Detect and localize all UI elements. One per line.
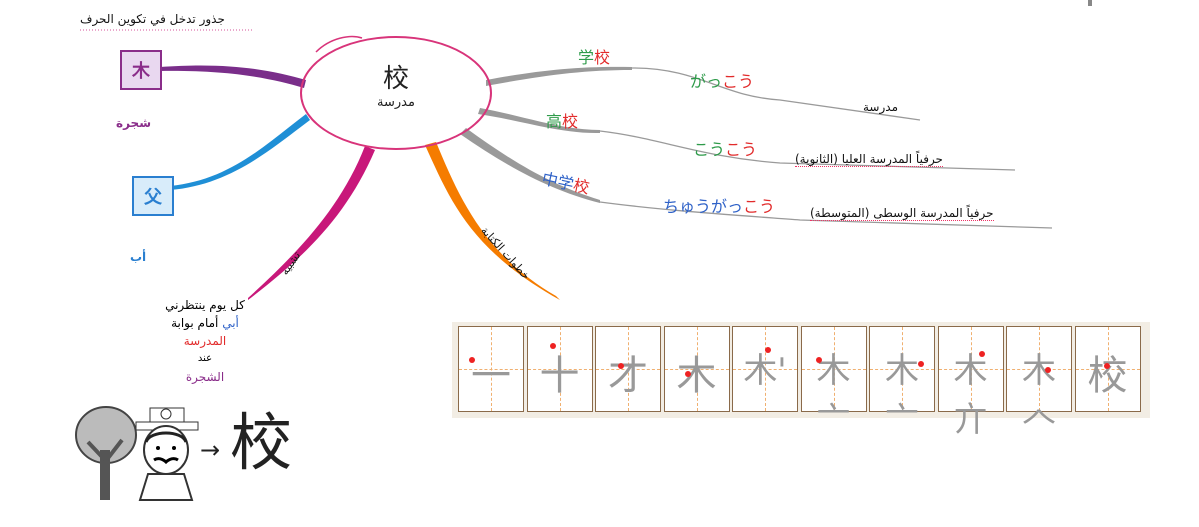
radical-father-box: 父 [132, 176, 174, 216]
tree-drawing-icon [75, 406, 137, 500]
stroke-start-dot [1045, 367, 1051, 373]
radical-father-label: أب [130, 250, 147, 264]
stroke-start-dot [1103, 363, 1110, 369]
stroke-step-glyph: 木亠 [816, 351, 851, 440]
word-1-reading: がっこう [690, 72, 755, 91]
stroke-start-dot [978, 351, 985, 357]
branch-word-1 [486, 66, 632, 86]
stroke-start-dot [549, 343, 556, 349]
stroke-step-glyph: 一 [471, 353, 511, 399]
radical-tree-box: 木 [120, 50, 162, 90]
analogy-line-3: المدرسة [183, 334, 227, 348]
word-1-kanji: 学校 [578, 48, 611, 67]
branch-root-tree [160, 65, 306, 88]
center-node: 校 مدرسة [300, 36, 492, 150]
stroke-step-5: 木' [732, 326, 798, 412]
stroke-start-dot [469, 357, 475, 363]
branch-word-2 [478, 108, 600, 134]
radical-tree-label: شجرة [116, 116, 151, 130]
word-2-meaning: حرفياً المدرسة العليا (الثانوية) [795, 152, 943, 167]
center-meaning: مدرسة [377, 95, 415, 110]
word-1-meaning: مدرسة [863, 100, 899, 114]
stroke-step-glyph: 木' [743, 351, 787, 391]
corner-mark [1088, 0, 1092, 6]
stroke-step-1: 一 [458, 326, 524, 412]
analogy-line-2: أبي أمام بوابة [171, 316, 239, 330]
branch-stroke-order [425, 142, 560, 300]
stroke-start-dot [918, 361, 924, 367]
stroke-step-glyph: 才 [608, 353, 648, 399]
word-3-meaning: حرفياً المدرسة الوسطى (المتوسطة) [810, 206, 994, 221]
stroke-start-dot [765, 347, 771, 353]
stroke-step-10: 校 [1074, 326, 1141, 412]
stroke-start-dot [815, 357, 822, 363]
stroke-step-glyph: 木亣 [953, 351, 988, 440]
stroke-step-glyph: 校 [1087, 353, 1128, 399]
stroke-step-3: 才 [595, 326, 661, 412]
stroke-step-6: 木亠 [800, 326, 867, 440]
stroke-step-glyph: 十 [539, 353, 580, 399]
roots-heading: جذور تدخل في تكوين الحرف [80, 12, 225, 26]
analogy-line-5: الشجرة [185, 370, 225, 384]
analogy-line-4: عند [197, 353, 213, 364]
center-kanji: 校 [382, 64, 409, 94]
branch-root-father [170, 114, 310, 190]
analogy-illustration [75, 406, 199, 501]
stroke-step-7: 木亠 [869, 326, 935, 440]
stroke-step-2: 十 [526, 326, 593, 412]
stroke-step-8: 木亣 [937, 326, 1004, 440]
word-3-reading: ちゅうがっこう [663, 197, 776, 216]
analogy-line-1: كل يوم ينتظرني [165, 298, 245, 312]
stroke-step-9: 木𠆢 [1006, 326, 1072, 440]
stroke-step-4: 木 [663, 326, 730, 412]
branch-analogy [248, 146, 375, 300]
word-2-reading: こうこう [693, 140, 758, 159]
stroke-step-glyph: 木𠆢 [1022, 351, 1056, 440]
analogy-text: كل يوم ينتظرني أبي أمام بوابة المدرسة عن… [150, 296, 260, 386]
stroke-start-dot [684, 371, 691, 377]
word-2-kanji: 高校 [546, 112, 579, 131]
radical-tree-kanji: 木 [132, 61, 150, 82]
branch-word-3 [460, 128, 600, 203]
stroke-step-glyph: 木亠 [885, 351, 919, 440]
radical-father-kanji: 父 [144, 187, 162, 208]
stroke-start-dot [618, 363, 624, 369]
illustration-arrow: → [200, 436, 221, 464]
stroke-step-glyph: 木 [676, 353, 717, 399]
illustration-result-kanji: 校 [230, 406, 293, 479]
father-drawing-icon [135, 407, 199, 501]
